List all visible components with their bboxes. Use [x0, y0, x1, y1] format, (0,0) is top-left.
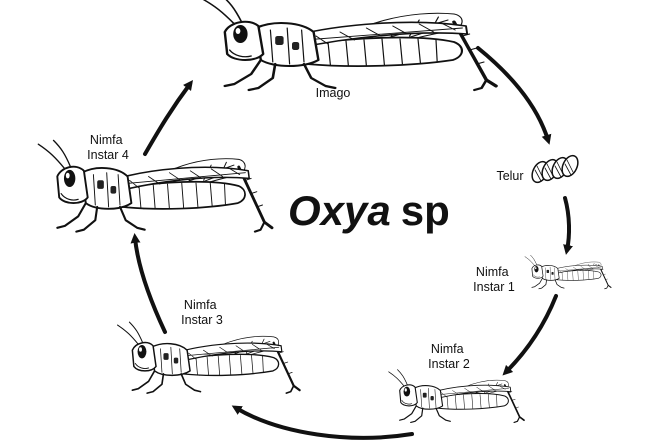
arrow-instar-4-to-imago	[143, 79, 193, 156]
title-species: sp	[401, 187, 450, 234]
label-imago: Imago	[316, 86, 351, 100]
imago-illustration	[199, 0, 498, 92]
label-telur: Telur	[496, 169, 523, 183]
arrow-instar-1-to-instar-2	[502, 294, 558, 376]
egg-cluster-illustration	[528, 152, 582, 186]
label-nimfa-instar-3: Nimfa Instar 3	[181, 298, 223, 327]
arrow-instar-3-to-instar-4	[130, 233, 167, 334]
nimfa-instar-4-illustration	[36, 138, 274, 234]
title-genus: Oxya	[288, 187, 391, 234]
label-nimfa-instar-4: Nimfa Instar 4	[87, 133, 129, 162]
label-nimfa-instar-2: Nimfa Instar 2	[428, 342, 470, 371]
nimfa-instar-3-illustration	[116, 320, 301, 395]
nimfa-instar-2-illustration	[387, 368, 525, 424]
arrow-instar-2-to-instar-3	[231, 405, 414, 440]
label-nimfa-instar-1: Nimfa Instar 1	[473, 265, 515, 294]
arrow-imago-to-telur	[476, 46, 552, 145]
nimfa-instar-1-illustration	[524, 254, 612, 290]
arrow-telur-to-instar-1	[563, 196, 573, 255]
cycle-arrows	[130, 46, 573, 440]
